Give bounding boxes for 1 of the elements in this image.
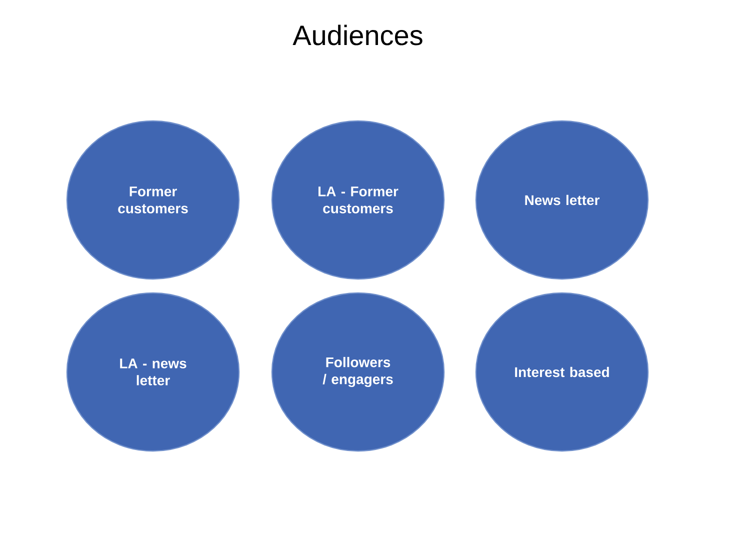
title: Audiences: [292, 24, 422, 46]
